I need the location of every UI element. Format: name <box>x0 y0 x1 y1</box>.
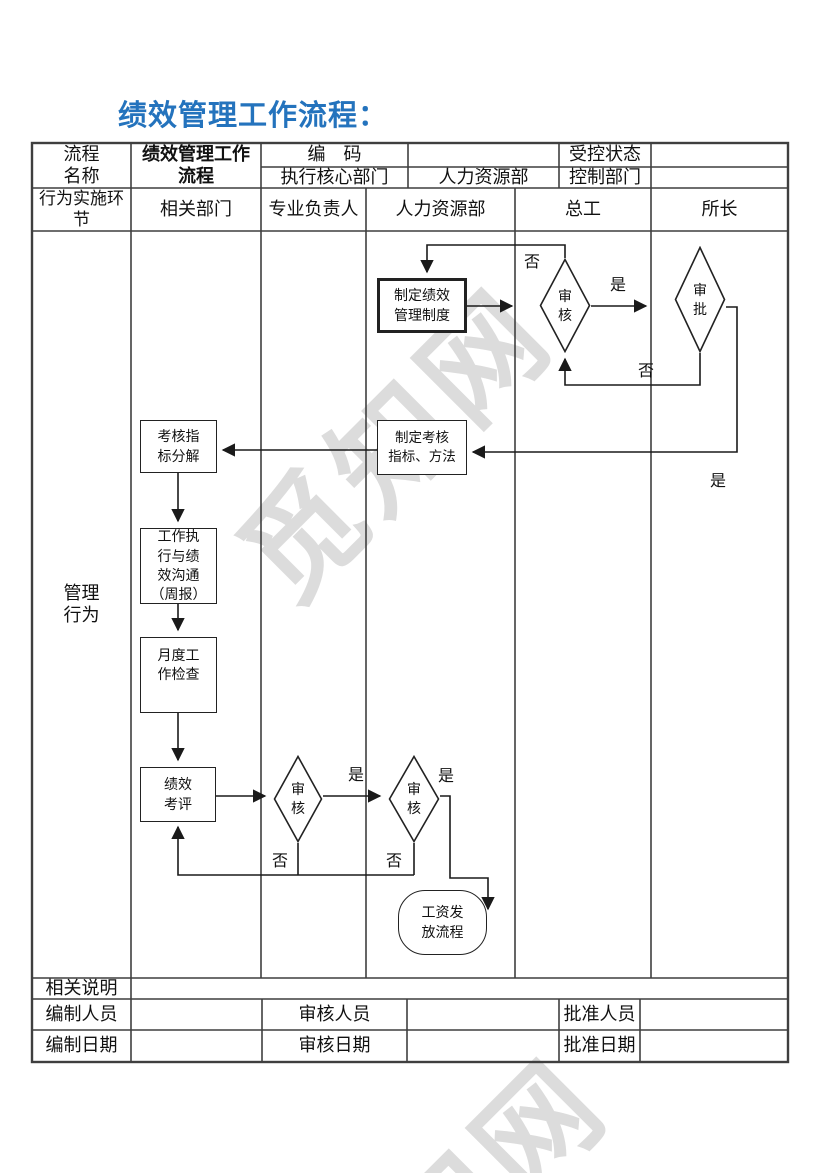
node-approve-director-label: 审 批 <box>693 281 707 317</box>
node-appraisal: 绩效 考评 <box>140 767 216 822</box>
label-yes-approve: 是 <box>710 473 727 490</box>
approved-date-label: 批准日期 <box>563 1035 636 1056</box>
node-monthly-check: 月度工 作检查 <box>140 637 217 713</box>
control-dept-value <box>651 167 788 188</box>
process-name-value: 绩效管理工作 流程 <box>142 143 250 186</box>
label-no-hr: 否 <box>386 853 403 870</box>
reviewed-by-value <box>407 999 559 1030</box>
lane-col-director: 所长 <box>701 198 738 219</box>
label-yes-hr: 是 <box>438 768 455 785</box>
code-value <box>408 143 559 167</box>
node-review-lead-label: 审 核 <box>291 781 305 816</box>
lane-col-chief-engineer: 总工 <box>565 198 601 219</box>
node-review-hr: 审 核 <box>388 755 440 843</box>
management-behavior-label: 管理 行为 <box>63 582 100 625</box>
label-yes-top: 是 <box>610 277 627 294</box>
node-review-hr-label: 审 核 <box>407 781 421 816</box>
approved-by-label: 批准人员 <box>563 1003 636 1024</box>
approved-date-value <box>640 1030 788 1062</box>
node-review-chief-label: 审 核 <box>558 287 572 323</box>
controlled-state-value <box>651 143 788 167</box>
node-review-chief: 审 核 <box>539 258 591 353</box>
notes-value <box>131 978 788 999</box>
lane-col-hr: 人力资源部 <box>395 198 486 219</box>
reviewed-date-label: 审核日期 <box>298 1035 371 1056</box>
prepared-date-label: 编制日期 <box>45 1035 118 1056</box>
notes-label: 相关说明 <box>45 977 118 998</box>
reviewed-by-label: 审核人员 <box>298 1003 371 1024</box>
node-approve-director: 审 批 <box>674 246 726 353</box>
node-define-metrics: 制定考核 指标、方法 <box>377 420 467 475</box>
page-title: 绩效管理工作流程： <box>118 100 389 132</box>
node-weekly-communication: 工作执 行与绩 效沟通 （周报） <box>140 528 217 604</box>
prepared-by-value <box>131 999 262 1030</box>
lane-col-related-dept: 相关部门 <box>160 198 232 219</box>
control-dept-label: 控制部门 <box>569 166 641 187</box>
lane-col-lead: 专业负责人 <box>268 198 359 219</box>
node-draft-policy: 制定绩效 管理制度 <box>377 278 467 333</box>
code-label: 编 码 <box>307 144 362 165</box>
lane-row-header: 行为实施环 节 <box>39 189 124 229</box>
node-review-lead: 审 核 <box>273 755 323 843</box>
label-yes-lead: 是 <box>348 767 365 784</box>
exec-dept-value: 人力资源部 <box>438 166 529 187</box>
label-no-lead: 否 <box>272 853 289 870</box>
prepared-by-label: 编制人员 <box>45 1003 118 1024</box>
process-name-label: 流程 名称 <box>63 143 100 186</box>
reviewed-date-value <box>407 1030 559 1062</box>
exec-dept-label: 执行核心部门 <box>280 166 389 187</box>
prepared-date-value <box>131 1030 262 1062</box>
approved-by-value <box>640 999 788 1030</box>
controlled-state-label: 受控状态 <box>569 144 641 165</box>
node-decompose-metrics: 考核指 标分解 <box>140 420 217 473</box>
connector-approve-no-return <box>558 353 701 386</box>
label-no-top: 否 <box>524 254 541 271</box>
label-no-approve: 否 <box>638 363 655 380</box>
node-payroll-process: 工资发 放流程 <box>398 890 487 955</box>
